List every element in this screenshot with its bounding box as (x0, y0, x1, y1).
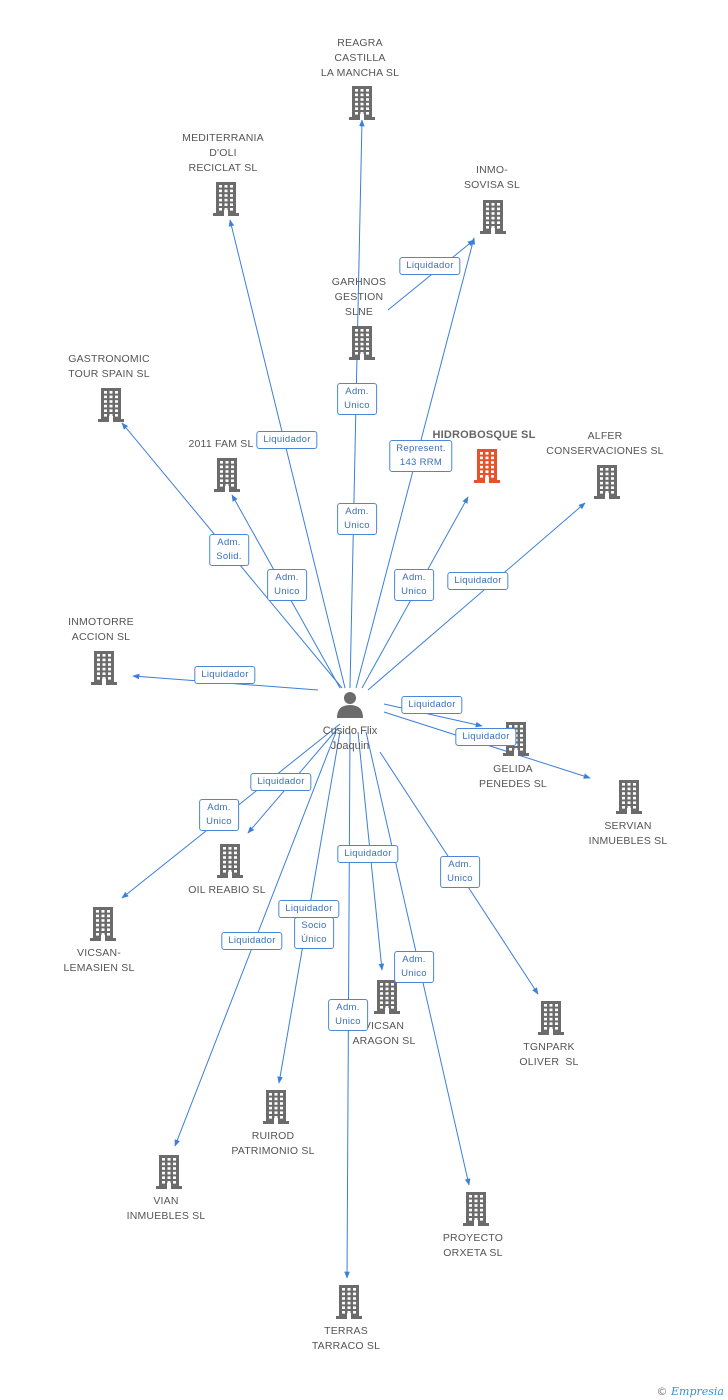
relation-label: Adm. Unico (394, 569, 434, 601)
brand-logo: Empresia (671, 1385, 724, 1398)
relation-label: Socio Único (294, 917, 334, 949)
relation-label: Liquidador (278, 900, 340, 918)
company-label-terras[interactable]: TERRAS TARRACO SL (311, 1325, 381, 1352)
edge-mediterrania (228, 219, 346, 689)
company-label-vian[interactable]: VIAN INMUEBLES SL (126, 1195, 206, 1222)
building-icon[interactable] (91, 651, 117, 685)
building-icon[interactable] (213, 182, 239, 216)
building-icon[interactable] (594, 465, 620, 499)
building-icon[interactable] (349, 86, 375, 120)
company-label-mediterrania[interactable]: MEDITERRANIA D'OLI RECICLAT SL (182, 132, 264, 174)
company-label-garhnos[interactable]: GARHNOS GESTION SLNE (331, 276, 387, 318)
relation-label: Adm. Unico (440, 856, 480, 888)
relation-label: Adm. Unico (267, 569, 307, 601)
building-icon[interactable] (263, 1090, 289, 1124)
relation-label: Adm. Unico (337, 383, 377, 415)
relation-label: Liquidador (455, 728, 517, 746)
relation-label: Liquidador (221, 932, 283, 950)
building-icon[interactable] (90, 907, 116, 941)
relation-label: Liquidador (399, 257, 461, 275)
relation-label: Liquidador (250, 773, 312, 791)
company-label-fam2011[interactable]: 2011 FAM SL (188, 438, 254, 450)
company-label-tgnpark[interactable]: TGNPARK OLIVER SL (519, 1041, 579, 1068)
building-icon[interactable] (538, 1001, 564, 1035)
building-icon[interactable] (156, 1155, 182, 1189)
person-icon[interactable] (337, 692, 363, 718)
relation-label: Adm. Unico (199, 799, 239, 831)
building-icon[interactable] (616, 780, 642, 814)
company-label-gastronomic[interactable]: GASTRONOMIC TOUR SPAIN SL (68, 353, 150, 380)
relation-label: Adm. Unico (337, 503, 377, 535)
edge-alfer (367, 502, 586, 691)
building-icon[interactable] (349, 326, 375, 360)
building-icon[interactable] (336, 1285, 362, 1319)
copyright-symbol: © (656, 1385, 668, 1398)
footer-brand: © Empresia (657, 1385, 725, 1398)
building-icon[interactable] (374, 980, 400, 1014)
company-label-inmotorre[interactable]: INMOTORRE ACCION SL (68, 616, 134, 643)
building-icon[interactable] (217, 844, 243, 878)
relation-label: Liquidador (256, 431, 318, 449)
building-icon[interactable] (474, 449, 500, 483)
company-label-servian[interactable]: SERVIAN INMUEBLES SL (588, 820, 668, 847)
edge-garhnos-inmosovisa (387, 239, 475, 311)
company-label-vicsanaragon[interactable]: VICSAN ARAGON SL (352, 1020, 416, 1047)
building-icon[interactable] (98, 388, 124, 422)
relation-label: Adm. Unico (328, 999, 368, 1031)
company-label-hidrobosque[interactable]: HIDROBOSQUE SL (432, 429, 536, 441)
relation-label: Liquidador (194, 666, 256, 684)
building-icon[interactable] (463, 1192, 489, 1226)
company-label-oilreabio[interactable]: OIL REABIO SL (188, 884, 266, 896)
relation-label: Liquidador (337, 845, 399, 863)
company-label-reagra[interactable]: REAGRA CASTILLA LA MANCHA SL (320, 37, 400, 79)
company-label-ruirod[interactable]: RUIROD PATRIMONIO SL (231, 1130, 315, 1157)
edge-gelida (383, 703, 483, 728)
relation-label: Represent. 143 RRM (389, 440, 453, 472)
building-icon[interactable] (214, 458, 240, 492)
relation-label: Liquidador (401, 696, 463, 714)
relation-label: Adm. Unico (394, 951, 434, 983)
company-label-vicsanlem[interactable]: VICSAN- LEMASIEN SL (63, 947, 135, 974)
relation-label: Liquidador (447, 572, 509, 590)
person-name[interactable]: Cusido Flix Joaquin (322, 725, 378, 752)
building-icon[interactable] (480, 200, 506, 234)
company-label-proyecto[interactable]: PROYECTO ORXETA SL (442, 1232, 504, 1259)
company-label-alfer[interactable]: ALFER CONSERVACIONES SL (546, 430, 664, 457)
company-label-gelida[interactable]: GELIDA PENEDES SL (479, 763, 547, 790)
company-label-inmosovisa[interactable]: INMO- SOVISA SL (463, 164, 521, 191)
relation-label: Adm. Solid. (209, 534, 249, 566)
